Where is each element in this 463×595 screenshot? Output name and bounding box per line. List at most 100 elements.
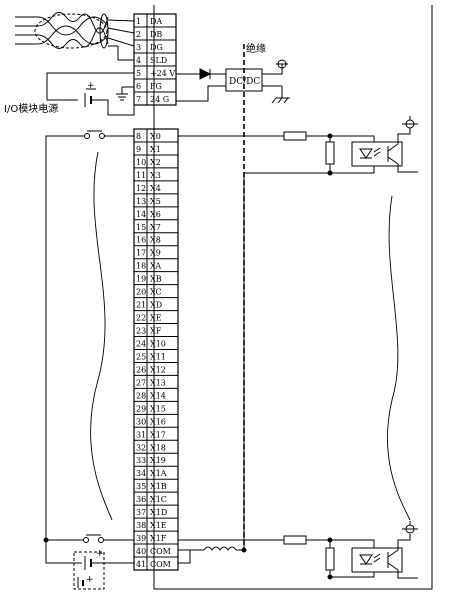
terminal-number: 18 xyxy=(136,262,146,271)
terminal-label: X1B xyxy=(150,482,167,491)
terminal-number: 3 xyxy=(136,43,141,52)
terminal-number: 9 xyxy=(136,145,141,154)
terminal-number: 38 xyxy=(136,521,146,530)
terminal-rows-top: 1 DA 2 DB 3 DG 4 SLD 5 +24 V 6 FG 7 24 G xyxy=(134,17,176,104)
terminal-number: 39 xyxy=(136,534,146,543)
dcdc-converter xyxy=(176,59,290,104)
io-power-label: I/O模块电源 xyxy=(4,102,58,115)
optocoupler-x0 xyxy=(351,116,418,173)
input-switch-x1f: + + xyxy=(43,534,134,590)
terminal-number: 22 xyxy=(136,314,146,323)
supply-diode xyxy=(176,68,226,80)
terminal-label: FG xyxy=(150,82,162,91)
omitted-field-wiring xyxy=(90,151,113,521)
terminal-number: 11 xyxy=(136,171,146,180)
terminal-number: 25 xyxy=(136,352,146,361)
terminal-label: +24 V xyxy=(150,69,175,78)
terminal-number: 19 xyxy=(136,275,146,284)
optocoupler-x1f xyxy=(351,521,418,579)
terminal-label: X14 xyxy=(150,391,166,400)
omitted-circuit-wiring xyxy=(387,195,411,521)
terminal-number: 16 xyxy=(136,236,146,245)
svg-text:+: + xyxy=(96,549,104,559)
terminal-label: X10 xyxy=(150,339,166,348)
terminal-label: 24 G xyxy=(150,95,169,104)
terminal-label: X18 xyxy=(150,443,166,452)
terminal-number: 4 xyxy=(136,56,141,65)
terminal-label: X1 xyxy=(150,145,161,154)
terminal-number: 33 xyxy=(136,456,146,465)
svg-text:+: + xyxy=(86,575,94,585)
terminal-label: X1D xyxy=(150,508,167,517)
dcdc-label: DC/DC xyxy=(229,77,260,87)
terminal-label: COM xyxy=(150,560,171,569)
terminal-label: X1E xyxy=(150,521,167,530)
terminal-number: 23 xyxy=(136,327,146,336)
terminal-label: X12 xyxy=(150,365,166,374)
terminal-number: 35 xyxy=(136,482,146,491)
terminal-number: 27 xyxy=(136,378,146,387)
terminal-number: 32 xyxy=(136,443,146,452)
terminal-number: 6 xyxy=(136,82,141,91)
terminal-number: 40 xyxy=(136,547,146,556)
terminal-label: X6 xyxy=(150,210,161,219)
terminal-label: X4 xyxy=(150,184,161,193)
terminal-label: X13 xyxy=(150,378,166,387)
terminal-number: 21 xyxy=(136,301,146,310)
terminal-number: 20 xyxy=(136,288,146,297)
terminal-label: X15 xyxy=(150,404,166,413)
input-switch-x0 xyxy=(45,130,134,540)
terminal-number: 17 xyxy=(136,249,146,258)
terminal-label: XC xyxy=(150,288,162,297)
terminal-label: COM xyxy=(150,547,171,556)
terminal-label: X1C xyxy=(150,495,167,504)
terminal-label: X8 xyxy=(150,236,161,245)
terminal-label: X16 xyxy=(150,417,166,426)
terminal-number: 14 xyxy=(136,210,146,219)
terminal-number: 10 xyxy=(136,158,146,167)
terminal-label: X2 xyxy=(150,158,161,167)
terminal-number: 34 xyxy=(136,469,146,478)
terminal-label: XB xyxy=(150,275,162,284)
terminal-label: X17 xyxy=(150,430,166,439)
terminal-number: 2 xyxy=(136,30,141,39)
terminal-number: 5 xyxy=(136,69,141,78)
svg-text:+: + xyxy=(87,81,95,91)
terminal-number: 7 xyxy=(136,95,141,104)
terminal-number: 1 xyxy=(136,17,141,26)
terminal-label: X1A xyxy=(150,469,167,478)
terminal-label: DB xyxy=(150,30,162,39)
terminal-number: 37 xyxy=(136,508,146,517)
input-circuit-x1f xyxy=(178,535,375,580)
terminal-label: SLD xyxy=(150,56,167,65)
isolation-label: 绝缘 xyxy=(246,42,266,55)
external-power-supply: + xyxy=(46,72,135,116)
terminal-label: DA xyxy=(150,17,162,26)
terminal-number: 28 xyxy=(136,391,146,400)
terminal-label: XF xyxy=(150,327,162,336)
terminal-number: 26 xyxy=(136,365,146,374)
terminal-label: X7 xyxy=(150,223,161,232)
terminal-label: X11 xyxy=(150,352,166,361)
terminal-number: 29 xyxy=(136,404,146,413)
twisted-pair-cable xyxy=(15,12,135,61)
terminal-label: XD xyxy=(150,301,162,310)
terminal-number: 36 xyxy=(136,495,146,504)
terminal-label: DG xyxy=(150,43,163,52)
terminal-number: 41 xyxy=(136,560,146,569)
terminal-label: X9 xyxy=(150,249,161,258)
terminal-number: 12 xyxy=(136,184,146,193)
terminal-label: X0 xyxy=(150,132,161,141)
terminal-label: XE xyxy=(150,314,162,323)
input-circuit-x0 xyxy=(178,131,375,550)
terminal-number: 30 xyxy=(136,417,146,426)
terminal-number: 8 xyxy=(136,132,141,141)
terminal-number: 15 xyxy=(136,223,146,232)
terminal-label: X5 xyxy=(150,197,161,206)
terminal-label: X3 xyxy=(150,171,161,180)
terminal-label: XA xyxy=(150,262,161,271)
module-outline xyxy=(153,5,433,590)
terminal-label: X19 xyxy=(150,456,166,465)
